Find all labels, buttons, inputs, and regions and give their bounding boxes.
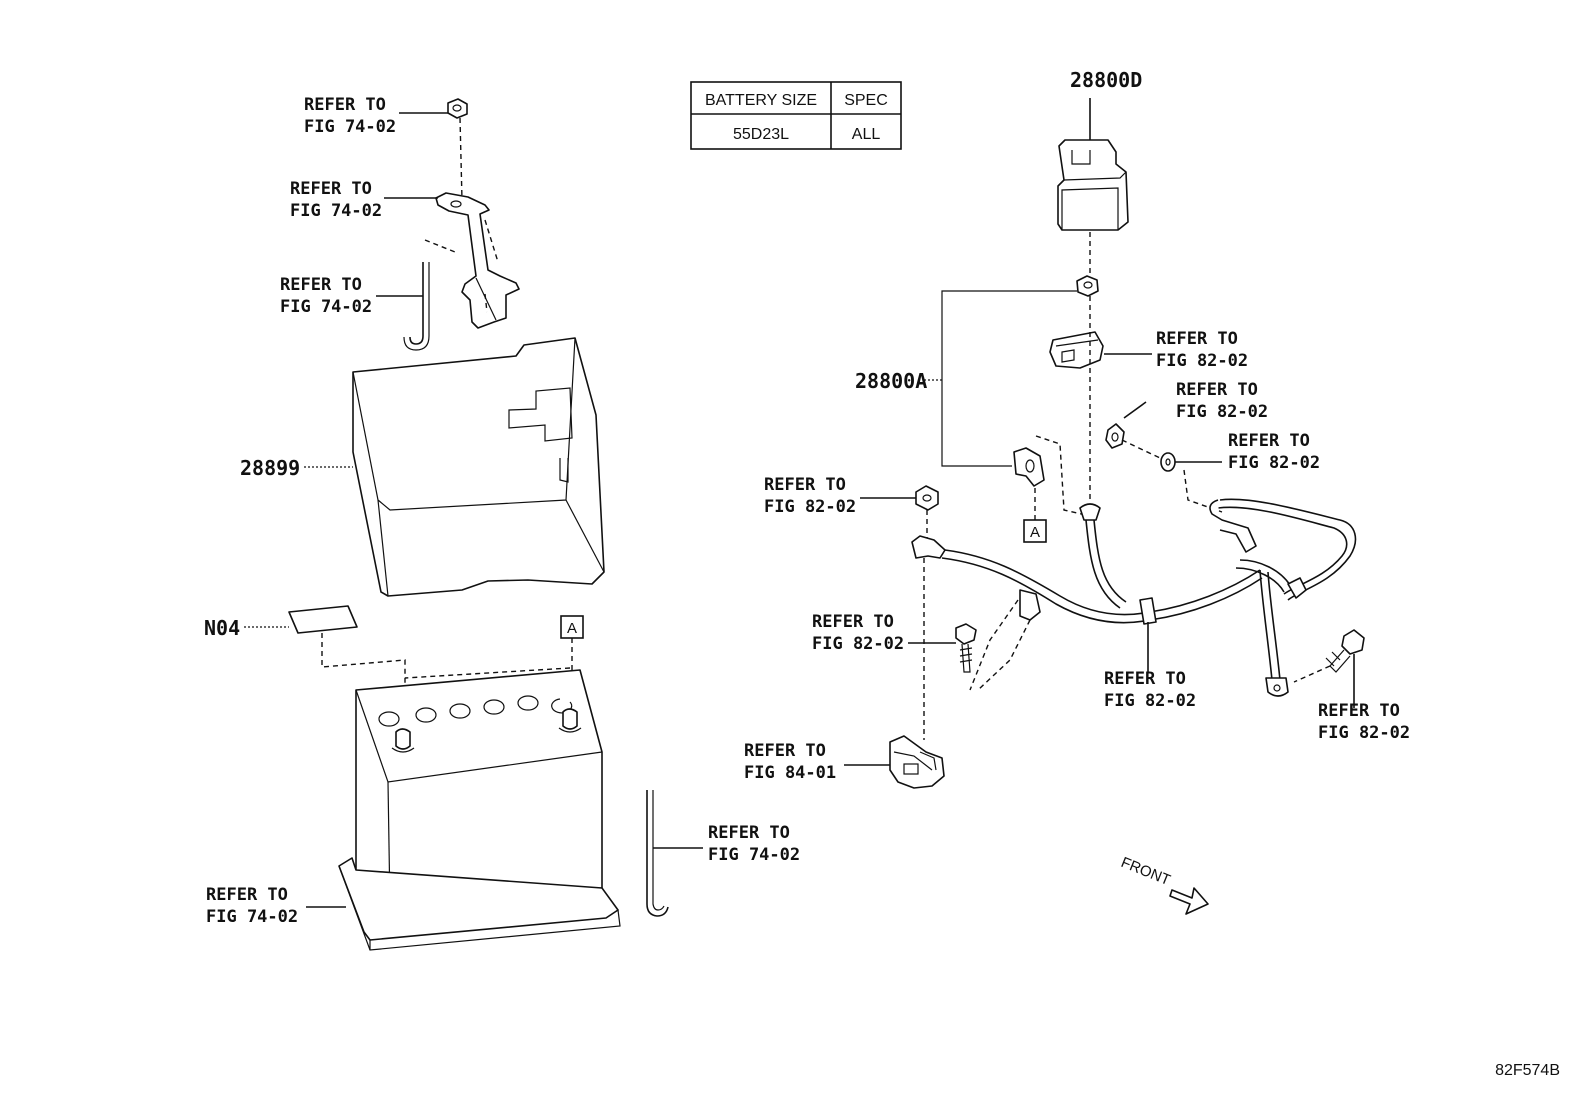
reference-mark-a-left: A [567, 620, 577, 637]
hold-down-bolt-upper-icon [403, 262, 430, 351]
svg-text:FIG 82-02: FIG 82-02 [1176, 402, 1268, 422]
svg-text:FIG 74-02: FIG 74-02 [280, 297, 372, 317]
ground-bolt-right-icon [1325, 629, 1365, 673]
svg-text:REFER TO: REFER TO [1104, 669, 1186, 689]
svg-text:FIG 82-02: FIG 82-02 [812, 634, 904, 654]
svg-text:REFER TO: REFER TO [1228, 431, 1310, 451]
svg-text:REFER TO: REFER TO [1176, 380, 1258, 400]
svg-text:FIG 82-02: FIG 82-02 [1228, 453, 1320, 473]
svg-text:FIG 82-02: FIG 82-02 [1156, 351, 1248, 371]
svg-text:REFER TO: REFER TO [1156, 329, 1238, 349]
callout-clamp-nut: REFER TO FIG 74-02 [304, 95, 396, 137]
svg-text:REFER TO: REFER TO [206, 885, 288, 905]
positive-terminal-clamp-icon [1049, 331, 1104, 369]
callout-base-plate: REFER TO FIG 74-02 [206, 885, 298, 927]
battery-base-plate-icon [338, 857, 621, 951]
callout-ground-bolt-left: REFER TO FIG 82-02 [812, 612, 904, 654]
clamp-nut-icon [447, 98, 468, 119]
hold-down-bolt-lower-icon [646, 790, 669, 917]
warning-label-icon [288, 605, 358, 634]
battery-clamp-icon [435, 192, 520, 329]
svg-text:FIG 74-02: FIG 74-02 [708, 845, 800, 865]
reference-mark-a-right: A [1030, 524, 1040, 541]
svg-text:REFER TO: REFER TO [764, 475, 846, 495]
svg-text:REFER TO: REFER TO [812, 612, 894, 632]
cable-clip-icon [1013, 447, 1045, 487]
front-label: FRONT [1119, 854, 1173, 889]
svg-text:REFER TO: REFER TO [280, 275, 362, 295]
ground-bolt-left-icon [955, 623, 977, 673]
callout-negative-nut: REFER TO FIG 82-02 [764, 475, 856, 517]
callout-bolt-upper: REFER TO FIG 74-02 [280, 275, 372, 317]
svg-text:FIG 84-01: FIG 84-01 [744, 763, 836, 783]
table-header-battery-size: BATTERY SIZE [705, 92, 817, 109]
part-number-label: N04 [204, 616, 240, 640]
svg-text:FIG 74-02: FIG 74-02 [290, 201, 382, 221]
table-cell-battery-size: 55D23L [733, 126, 789, 143]
callout-harness-clamp: REFER TO FIG 82-02 [1104, 669, 1196, 711]
part-number-tray: 28899 [240, 456, 300, 480]
battery-tray-icon [352, 337, 605, 597]
front-direction-arrow-icon [1169, 887, 1209, 915]
table-cell-spec: ALL [852, 126, 881, 143]
ground-nut-icon [1105, 423, 1125, 449]
battery-sensor-icon [889, 735, 945, 789]
callout-terminal-clamp: REFER TO FIG 82-02 [1156, 329, 1248, 371]
terminal-cover-icon [1057, 139, 1129, 231]
washer-icon [1160, 452, 1176, 472]
svg-text:FIG 82-02: FIG 82-02 [764, 497, 856, 517]
svg-text:REFER TO: REFER TO [1318, 701, 1400, 721]
callout-ground-bolt-right: REFER TO FIG 82-02 [1318, 701, 1410, 743]
terminal-nut-icon [1076, 275, 1099, 297]
battery-icon [355, 669, 603, 909]
svg-text:REFER TO: REFER TO [708, 823, 790, 843]
svg-text:FIG 82-02: FIG 82-02 [1104, 691, 1196, 711]
table-header-spec: SPEC [844, 92, 888, 109]
callout-ground-nut: REFER TO FIG 82-02 [1176, 380, 1268, 422]
callout-bolt-lower: REFER TO FIG 74-02 [708, 823, 800, 865]
battery-cable-harness-icon [911, 498, 1357, 697]
svg-text:FIG 82-02: FIG 82-02 [1318, 723, 1410, 743]
part-number-cable: 28800A [855, 369, 927, 393]
svg-text:FIG 74-02: FIG 74-02 [206, 907, 298, 927]
svg-text:REFER TO: REFER TO [304, 95, 386, 115]
callout-clamp: REFER TO FIG 74-02 [290, 179, 382, 221]
svg-text:REFER TO: REFER TO [290, 179, 372, 199]
svg-text:REFER TO: REFER TO [744, 741, 826, 761]
negative-terminal-nut-icon [915, 485, 939, 511]
part-number-terminal-cover: 28800D [1070, 68, 1142, 92]
battery-spec-table: BATTERY SIZE SPEC 55D23L ALL [690, 81, 902, 150]
callout-washer: REFER TO FIG 82-02 [1228, 431, 1320, 473]
callout-battery-sensor: REFER TO FIG 84-01 [744, 741, 836, 783]
diagram-code: 82F574B [1495, 1062, 1560, 1079]
svg-text:FIG 74-02: FIG 74-02 [304, 117, 396, 137]
